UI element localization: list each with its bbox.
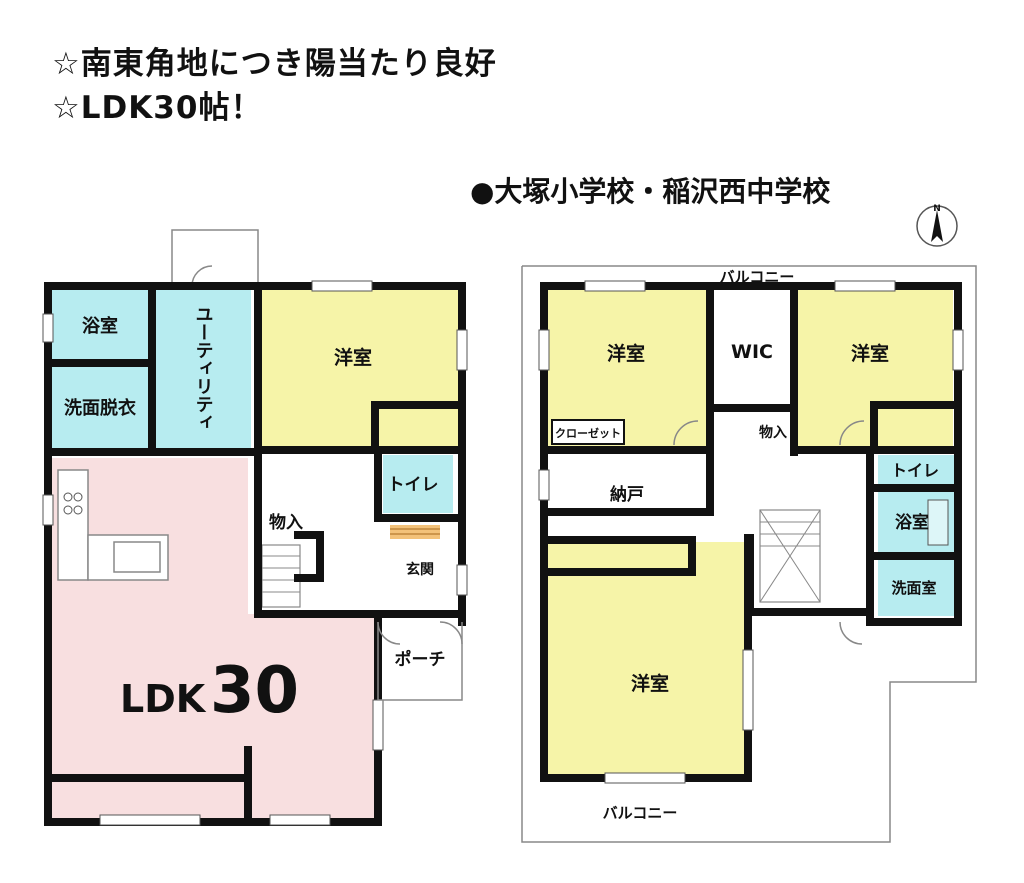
headline-ldk: ☆LDK30帖！ [52, 90, 263, 126]
bath-fill [52, 290, 149, 360]
entrance-step [390, 525, 440, 539]
bathtub-icon [927, 499, 949, 546]
washroom-fill [52, 366, 149, 448]
ldk-prefix-label: LDK [120, 677, 207, 721]
stove-burner-icon [73, 492, 83, 502]
bedroom-2f-left-label: 洋室 [607, 342, 645, 365]
stove-burner-icon [63, 505, 73, 515]
floor-2: バルコニー バルコニー 洋室 WIC 洋室 クローゼット 物入 トイレ 納戸 浴… [521, 265, 977, 843]
bedroom-1f-label: 洋室 [334, 346, 372, 369]
washroom-1f-label: 洗面脱衣 [64, 397, 136, 419]
bedroom-2f-main-fill [548, 542, 745, 774]
headline-sunlight: ☆南東角地につき陽当たり良好 [52, 46, 497, 82]
toilet-1f-label: トイレ [388, 475, 439, 495]
bath-1f-label: 浴室 [82, 315, 118, 337]
balcony-outline [521, 265, 977, 843]
ldk-fill [52, 458, 378, 818]
entrance-label: 玄関 [406, 561, 434, 578]
utility-label: ユーティリティ [193, 305, 214, 431]
ldk-size-label: 30 [210, 654, 299, 728]
compass-north-label: N [933, 204, 941, 214]
toilet-1f-fill [383, 455, 453, 513]
storage-1f-label: 物入 [269, 512, 303, 533]
washroom-2f-label: 洗面室 [891, 579, 936, 597]
closet-label: クローゼット [555, 426, 621, 440]
toilet-2f-label: トイレ [891, 461, 939, 480]
washroom-2f-fill [878, 560, 954, 616]
back-porch-outline [171, 229, 259, 286]
bedroom-2f-right-label: 洋室 [851, 342, 889, 365]
porch-label: ポーチ [395, 649, 446, 670]
closet-room-label: 納戸 [610, 484, 644, 505]
wic-label: WIC [731, 341, 773, 363]
storage-2f-label: 物入 [759, 424, 787, 441]
bedroom-1f-fill [262, 290, 458, 446]
closet-box [551, 419, 625, 445]
utility-fill [155, 290, 251, 448]
sink-icon [113, 541, 161, 573]
kitchen-counter [57, 469, 89, 581]
stove-burner-icon [73, 505, 83, 515]
floor-1: 浴室 洗面脱衣 ユーティリティ 洋室 トイレ 物入 玄関 ポーチ LDK 30 [42, 229, 468, 826]
balcony-top-label: バルコニー [720, 268, 795, 286]
balcony-bottom-label: バルコニー [603, 804, 678, 822]
toilet-2f-fill [878, 455, 954, 485]
wall-1f-exterior-top [44, 282, 466, 626]
school-district: ●大塚小学校・稲沢西中学校 [470, 175, 831, 208]
bedroom-2f-main-label: 洋室 [631, 672, 669, 695]
bath-2f-label: 浴室 [895, 512, 929, 533]
porch-outline [377, 622, 463, 701]
compass-icon: N [916, 204, 958, 247]
stove-burner-icon [63, 492, 73, 502]
staircase-2f [759, 509, 821, 603]
